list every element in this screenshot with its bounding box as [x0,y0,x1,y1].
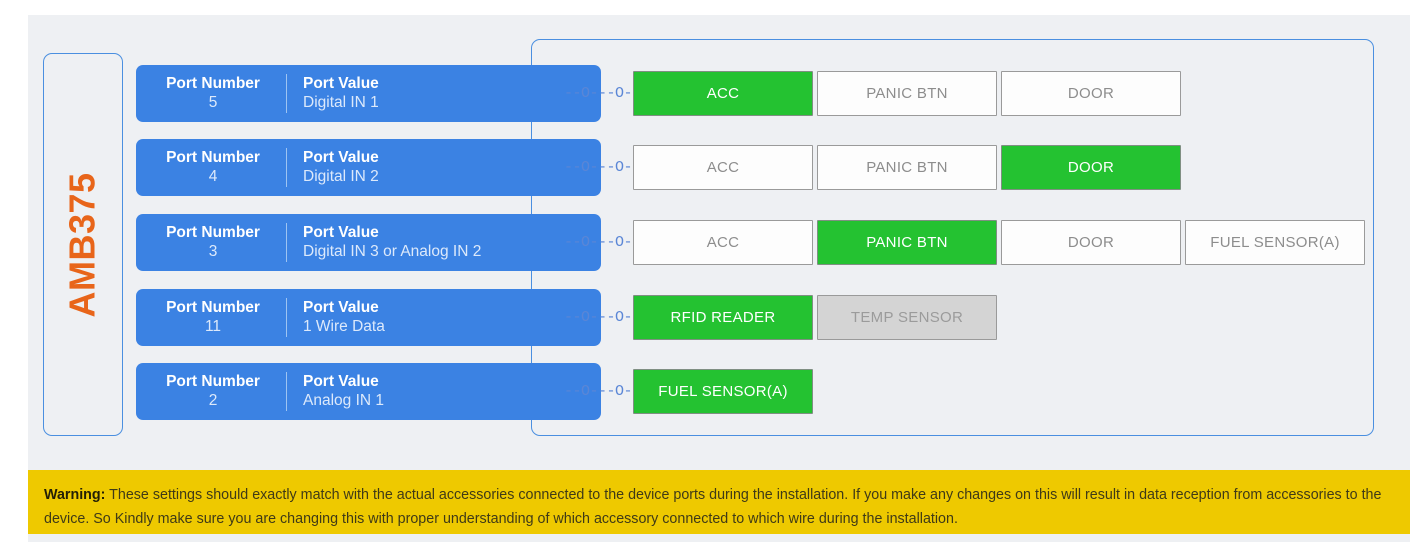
port-number-cell: Port Number 2 [136,372,286,411]
accessory-option-fuel-sensor-a[interactable]: FUEL SENSOR(A) [1185,220,1365,265]
port-number-value: 4 [208,168,218,185]
port-info-chip: Port Number 11 Port Value 1 Wire Data [136,289,601,346]
port-number-value: 3 [208,243,218,260]
port-number-value: 11 [204,318,222,335]
port-number-cell: Port Number 4 [136,148,286,187]
port-value-header: Port Value [303,373,379,390]
warning-text: Warning: These settings should exactly m… [44,483,1394,531]
port-number-header: Port Number [166,224,260,241]
port-value-header: Port Value [303,75,379,92]
accessory-option-door[interactable]: DOOR [1001,145,1181,190]
port-number-cell: Port Number 3 [136,223,286,262]
wire-connector-icon: --O---O-- [564,85,641,102]
port-value-header: Port Value [303,299,379,316]
port-value-cell: Port Value 1 Wire Data [286,298,601,337]
port-row: Port Number 11 Port Value 1 Wire Data --O---… [136,289,1374,346]
accessory-option-panic-btn[interactable]: PANIC BTN [817,71,997,116]
accessory-option-panic-btn[interactable]: PANIC BTN [817,220,997,265]
device-model-box: AMB375 [43,53,123,436]
accessory-option-acc[interactable]: ACC [633,145,813,190]
port-value-header: Port Value [303,149,379,166]
port-number-header: Port Number [166,299,260,316]
port-number-value: 5 [208,94,218,111]
warning-label: Warning: [44,487,106,503]
port-number-header: Port Number [166,149,260,166]
port-value-text: Digital IN 3 or Analog IN 2 [303,243,482,260]
accessory-option-temp-sensor: TEMP SENSOR [817,295,997,340]
wire-connector-icon: --O---O-- [564,159,641,176]
accessory-option-door[interactable]: DOOR [1001,220,1181,265]
wire-connector-icon: --O---O-- [564,383,641,400]
accessory-option-rfid-reader[interactable]: RFID READER [633,295,813,340]
port-value-text: Digital IN 1 [303,94,379,111]
warning-banner: Warning: These settings should exactly m… [28,470,1410,534]
port-number-cell: Port Number 5 [136,74,286,113]
port-value-header: Port Value [303,224,379,241]
wire-connector-icon: --O---O-- [564,309,641,326]
port-value-text: Digital IN 2 [303,168,379,185]
warning-body: These settings should exactly match with… [44,487,1382,527]
accessory-option-panic-btn[interactable]: PANIC BTN [817,145,997,190]
port-number-header: Port Number [166,75,260,92]
port-number-value: 2 [208,392,218,409]
port-number-cell: Port Number 11 [136,298,286,337]
port-value-text: 1 Wire Data [303,318,385,335]
port-value-text: Analog IN 1 [303,392,384,409]
accessory-option-acc[interactable]: ACC [633,220,813,265]
wire-connector-icon: --O---O-- [564,234,641,251]
accessory-option-acc[interactable]: ACC [633,71,813,116]
port-number-header: Port Number [166,373,260,390]
accessory-option-door[interactable]: DOOR [1001,71,1181,116]
accessory-option-fuel-sensor-a[interactable]: FUEL SENSOR(A) [633,369,813,414]
